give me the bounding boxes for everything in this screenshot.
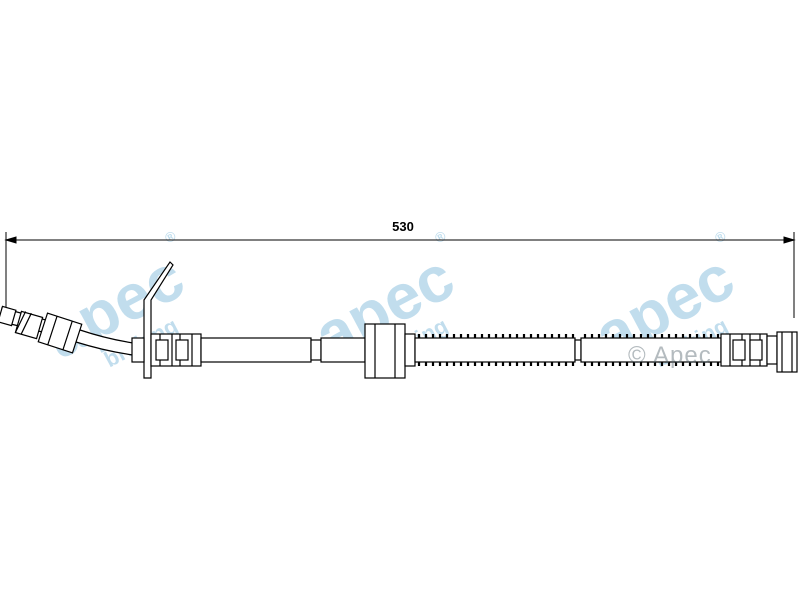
mounting-bracket [143, 261, 174, 379]
hose-ribbed-section [414, 337, 576, 363]
hose-ferrule-small [574, 339, 582, 361]
arrowhead-left [4, 236, 17, 244]
arrowhead-right [783, 236, 796, 244]
tube-end-nut [0, 305, 44, 340]
hose-rib-ticks [417, 334, 720, 366]
copyright-watermark: © Apec [628, 342, 712, 369]
hose-smooth-section [200, 337, 312, 363]
watermark-registered: ® [162, 227, 179, 246]
watermark-registered: ® [432, 227, 449, 246]
hose-ribbed-section [580, 337, 722, 363]
left-crimp-fitting [131, 333, 202, 367]
right-crimp-fitting [720, 333, 768, 367]
hose-assembly [0, 261, 798, 379]
hose-ferrule-small [310, 339, 322, 361]
dimension-line [4, 232, 796, 318]
watermark-registered: ® [712, 227, 729, 246]
tube-hex-nut [37, 312, 83, 354]
middle-clamp [320, 323, 416, 379]
dimension-label: 530 [392, 219, 414, 234]
right-end-connector [766, 331, 798, 373]
